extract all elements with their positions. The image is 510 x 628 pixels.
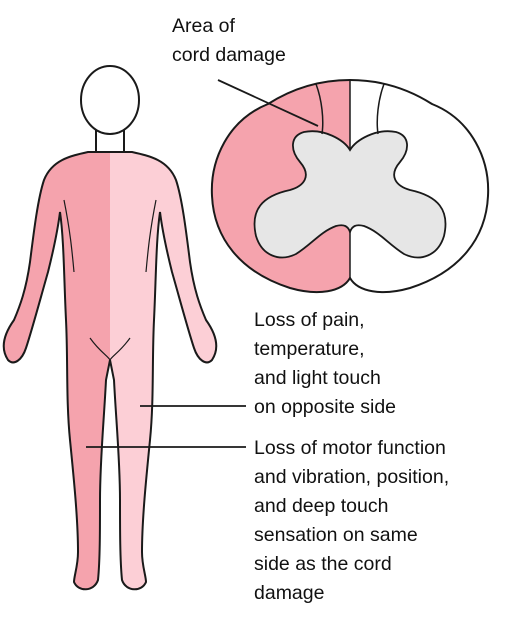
chest-line-left (63, 199, 75, 273)
head (80, 65, 140, 135)
neck (95, 128, 125, 152)
dorsal-root-left (315, 83, 324, 135)
pain-loss-label-line: and light touch (254, 367, 381, 389)
dorsal-root-right (376, 83, 385, 135)
motor-loss-label-line: and vibration, position, (254, 466, 450, 488)
pain-loss-label-line: temperature, (254, 338, 365, 360)
pain-loss-label-line: Loss of pain, (254, 309, 365, 331)
pain-loss-label: Loss of pain, temperature, and light tou… (254, 306, 396, 422)
pain-loss-label-line: on opposite side (254, 396, 397, 418)
spinal-cord-cross-section (210, 78, 490, 294)
motor-loss-label-line: side as the cord (254, 553, 392, 575)
motor-loss-label-line: Loss of motor function (254, 437, 446, 459)
leader-lines (86, 79, 319, 448)
cord-damage-label-line: Area of (172, 15, 235, 37)
cord-damage-label-line: cord damage (172, 44, 286, 66)
motor-loss-label: Loss of motor function and vibration, po… (254, 434, 449, 608)
motor-loss-label-line: sensation on same (254, 524, 418, 546)
motor-loss-label-line: and deep touch (254, 495, 389, 517)
human-figure (2, 65, 218, 591)
cord-damage-label: Area of cord damage (172, 12, 286, 70)
cord-damage-leader (217, 79, 319, 127)
motor-loss-label-line: damage (254, 582, 325, 604)
chest-line-right (145, 199, 157, 273)
groin-line (89, 337, 131, 362)
